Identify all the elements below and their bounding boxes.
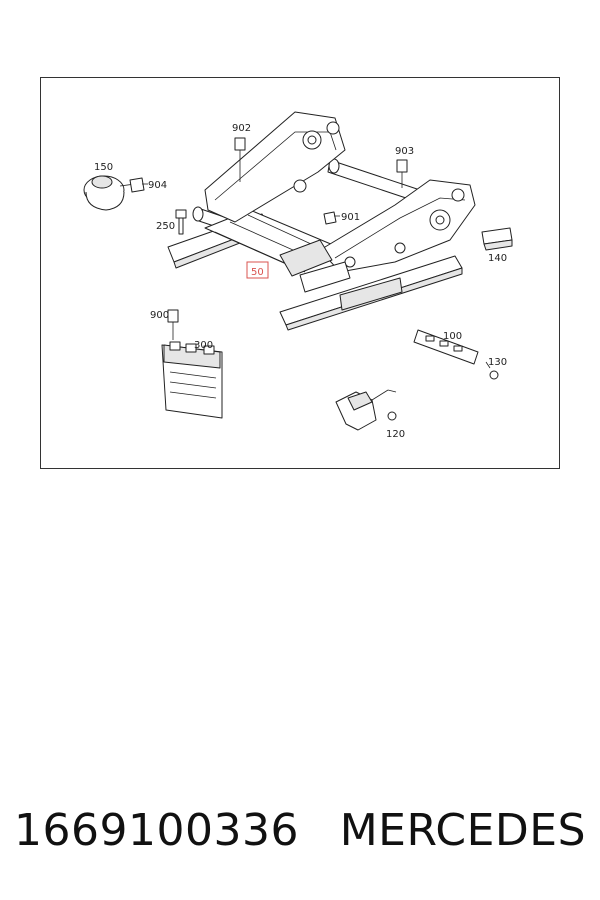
brand-name: MERCEDES <box>339 804 586 856</box>
part-901-connector <box>323 211 340 225</box>
callout-900: 900 <box>150 310 169 321</box>
callout-300: 300 <box>194 340 213 351</box>
part-904-connector <box>129 177 148 193</box>
callout-140: 140 <box>488 253 507 264</box>
footer: 1669100336 MERCEDES <box>0 800 600 860</box>
part-900-connector <box>167 309 179 340</box>
callout-130: 130 <box>488 357 507 368</box>
callout-903: 903 <box>395 146 414 157</box>
adjuster-motor <box>279 239 333 277</box>
part-150-motor <box>83 175 136 211</box>
callout-50: 50 <box>251 267 264 278</box>
callout-250: 250 <box>156 221 175 232</box>
part-100-switch-strip <box>413 329 479 365</box>
highlight-box-50 <box>246 261 269 279</box>
part-250-bolt <box>175 209 187 235</box>
part-300-control-module <box>161 341 223 419</box>
part-140-switch <box>481 227 513 251</box>
callout-904: 904 <box>148 180 167 191</box>
part-902-connector <box>234 137 246 182</box>
callout-902: 902 <box>232 123 251 134</box>
callout-901: 901 <box>341 212 360 223</box>
callout-100: 100 <box>443 331 462 342</box>
seat-frame <box>167 111 476 331</box>
left-side-bracket <box>204 111 346 223</box>
part-number: 1669100336 <box>14 804 299 856</box>
part-130-screw <box>485 361 499 380</box>
callout-120: 120 <box>386 429 405 440</box>
right-side-bracket <box>319 179 476 273</box>
part-903-connector <box>396 159 408 188</box>
callout-150: 150 <box>94 162 113 173</box>
part-120-bracket <box>335 389 397 431</box>
